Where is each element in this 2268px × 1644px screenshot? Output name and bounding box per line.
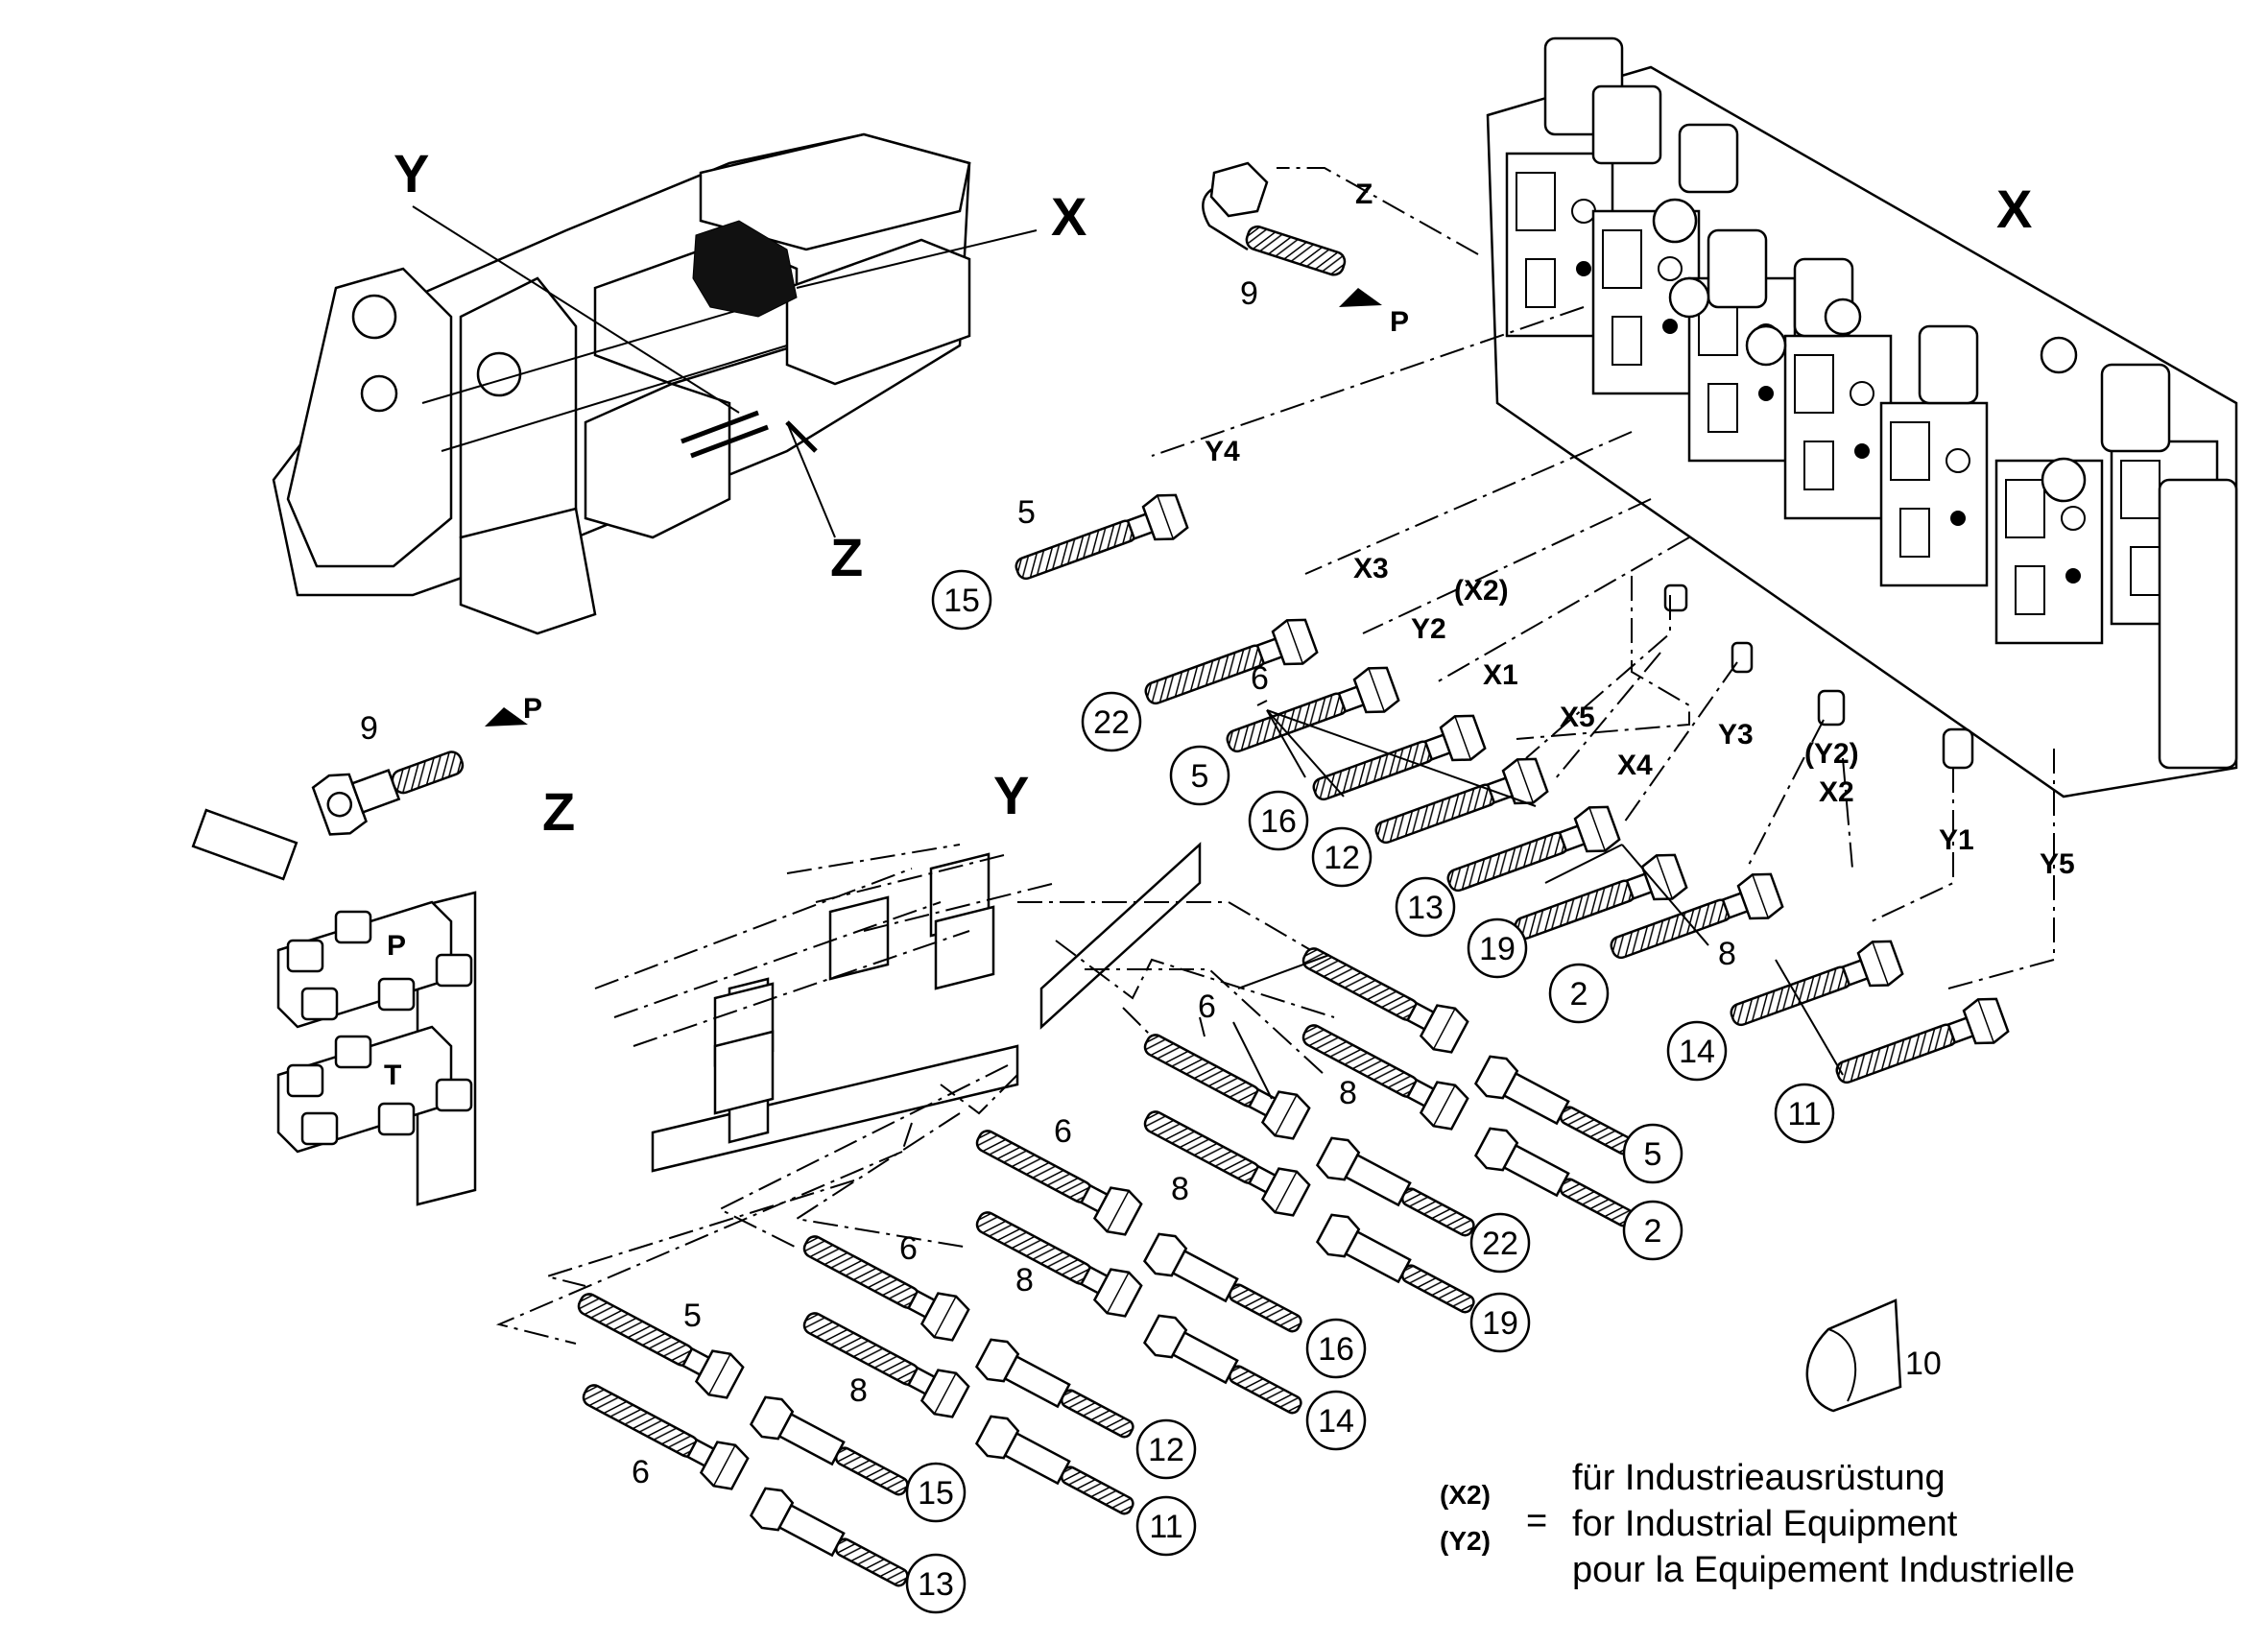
port-label-x2-optional: (X2) [1454, 575, 1509, 607]
circled-13-lower: 13 [918, 1566, 954, 1603]
port-label-x2: X2 [1819, 776, 1854, 808]
port-label-y1: Y1 [1939, 824, 1974, 856]
view-label-z-callout: Z [830, 527, 863, 587]
protective-tape-10-illustration [1805, 1299, 1902, 1413]
circled-14-lower: 14 [1318, 1403, 1354, 1440]
part-number-8-upper: 8 [1718, 936, 1736, 972]
manifold-label-p: P [387, 930, 406, 962]
part-number-6-y2: 6 [1054, 1113, 1072, 1150]
manifold-label-t: T [384, 1060, 401, 1091]
port-label-y4: Y4 [1205, 436, 1240, 467]
port-label-x3: X3 [1353, 553, 1389, 584]
chassis-frame-illustration [272, 132, 1038, 635]
port-label-y2: Y2 [1411, 613, 1446, 645]
legend-code-x2: (X2) [1440, 1480, 1491, 1510]
clamp-bracket-y-illustration [651, 842, 1202, 1173]
port-label-p-top: P [1390, 306, 1409, 338]
legend: (X2) (Y2) = für Industrieausrüstung for … [1440, 1458, 2075, 1590]
legend-line-de: für Industrieausrüstung [1572, 1458, 1946, 1498]
circled-22-top: 22 [1093, 704, 1130, 741]
circled-22-lower: 22 [1482, 1226, 1518, 1262]
circled-14-top: 14 [1679, 1034, 1715, 1070]
port-label-y5: Y5 [2040, 848, 2075, 880]
view-label-x: X [1996, 179, 2032, 239]
part-number-9-z: 9 [360, 710, 378, 747]
part-number-6-y3: 6 [899, 1230, 918, 1267]
part-number-6-upper: 6 [1251, 660, 1269, 697]
control-valve-block-illustration [1486, 36, 2238, 798]
circled-11-top: 11 [1787, 1096, 1821, 1132]
port-label-x4: X4 [1617, 750, 1653, 781]
port-label-x5: X5 [1560, 702, 1595, 733]
manifold-z-illustration [191, 707, 528, 1206]
routing-lines-top [1151, 167, 2055, 989]
circled-5-top: 5 [1191, 758, 1209, 795]
port-label-x1: X1 [1483, 659, 1518, 691]
leader-lines-lower [1199, 954, 1330, 1100]
circled-2-lower: 2 [1644, 1213, 1662, 1250]
routing-lines-y [495, 844, 1345, 1345]
view-label-y: Y [993, 765, 1029, 825]
part-number-6-y1: 6 [1198, 989, 1216, 1025]
part-number-5-y4: 5 [683, 1298, 702, 1334]
circled-5-lower: 5 [1644, 1136, 1662, 1173]
part-number-8-y3: 8 [1015, 1262, 1034, 1299]
view-label-y-callout: Y [394, 143, 429, 203]
part-number-9-top: 9 [1240, 275, 1258, 312]
circled-15-lower: 15 [918, 1475, 954, 1512]
circled-19-top: 19 [1479, 931, 1516, 967]
circled-12-top: 12 [1324, 840, 1360, 876]
circled-16-top: 16 [1260, 803, 1297, 840]
port-label-y3: Y3 [1718, 719, 1754, 751]
circled-2-top: 2 [1570, 976, 1588, 1013]
legend-line-en: for Industrial Equipment [1572, 1504, 1958, 1544]
legend-line-fr: pour la Equipement Industrielle [1572, 1550, 2075, 1590]
part-number-6-y5: 6 [632, 1454, 650, 1490]
circled-13-top: 13 [1407, 890, 1444, 926]
circled-15-top: 15 [943, 583, 980, 619]
circled-numbers-lower [905, 1123, 1683, 1614]
circled-16-lower: 16 [1318, 1331, 1354, 1368]
circled-11-lower: 11 [1149, 1509, 1182, 1545]
part-number-8-y1: 8 [1339, 1075, 1357, 1111]
port-label-y2-optional: (Y2) [1804, 738, 1859, 770]
legend-equals: = [1526, 1501, 1547, 1541]
circled-19-lower: 19 [1482, 1305, 1518, 1342]
port-label-p-z: P [523, 693, 542, 725]
part-number-8-y2: 8 [1171, 1171, 1189, 1207]
part-number-5-top: 5 [1017, 494, 1036, 531]
view-label-x-callout: X [1051, 186, 1086, 247]
port-label-z-line: Z [1355, 179, 1373, 210]
circled-numbers-upper [931, 569, 1835, 1144]
part-number-8-y4: 8 [849, 1372, 868, 1409]
legend-code-y2: (Y2) [1440, 1526, 1491, 1556]
view-label-z: Z [542, 781, 575, 842]
part-number-10: 10 [1905, 1346, 1942, 1382]
leader-lines-upper [1256, 700, 1844, 1076]
circled-12-lower: 12 [1148, 1432, 1184, 1468]
hose-9-elbow [1202, 161, 1382, 307]
